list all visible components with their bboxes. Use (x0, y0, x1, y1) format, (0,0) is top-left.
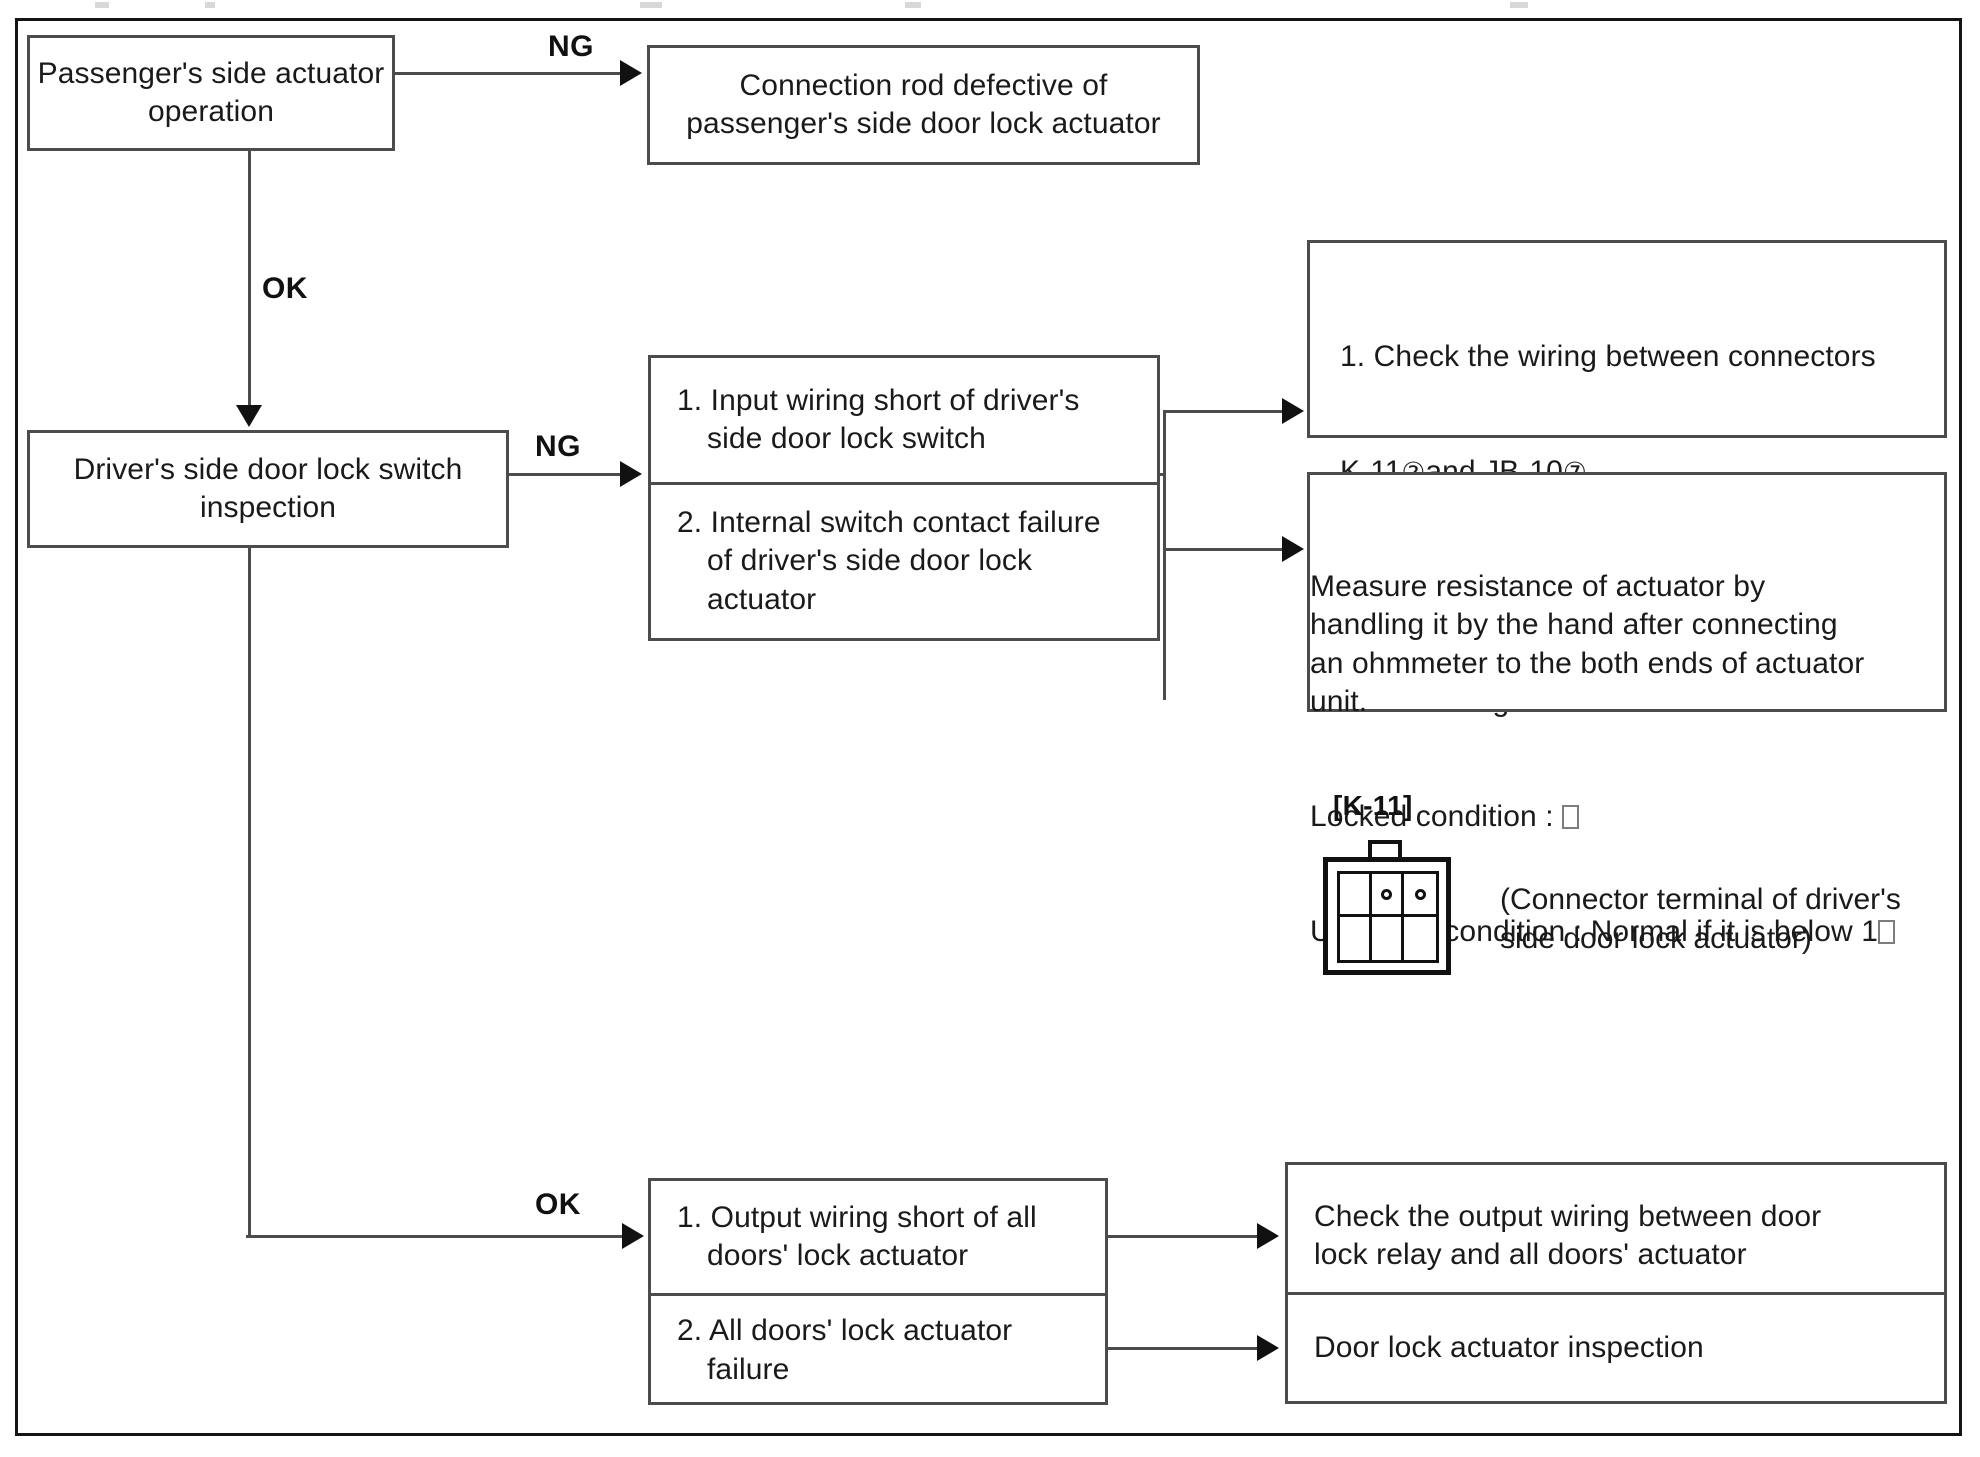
connector-caption: (Connector terminal of driver's side doo… (1500, 883, 1901, 955)
edge-ng-middle-line (509, 473, 624, 476)
terminal-cell-5 (1372, 917, 1404, 960)
edge-ok-left-line (248, 151, 251, 409)
node-ok-causes[interactable]: 1. Output wiring short of all doors' loc… (648, 1178, 1108, 1405)
check-wiring-line1-prefix: 1. Check the wiring between connectors (1340, 339, 1876, 373)
terminal-cell-6 (1404, 917, 1436, 960)
connector-latch-tab-icon (1368, 840, 1402, 860)
edge-ok-bottom-line (246, 1235, 626, 1238)
node-door-lock-actuator-inspection[interactable]: Door lock actuator inspection (1285, 1292, 1947, 1404)
edge-to-check-output-line (1108, 1235, 1260, 1238)
edge-ng-top-arrowhead (620, 60, 642, 86)
node-ng-causes[interactable]: 1. Input wiring short of driver's side d… (648, 355, 1160, 641)
node-label: Passenger's side actuator operation (37, 56, 385, 128)
terminal-cell-4 (1340, 917, 1372, 960)
edge-to-measure-line (1163, 548, 1285, 551)
node-label: Driver's side door lock switch inspectio… (73, 452, 463, 524)
locked-condition-label: Locked condition : (1310, 800, 1563, 834)
edge-ng-branch-stem (1163, 410, 1166, 700)
node-ng-cause-1[interactable]: 1. Input wiring short of driver's side d… (651, 358, 1157, 482)
edge-ng-middle-arrowhead (620, 461, 642, 487)
edge-label-ok-bottom: OK (535, 1188, 581, 1221)
edge-ok-bottom-stem (248, 548, 251, 1238)
edge-label-ng-middle: NG (535, 430, 581, 463)
node-passenger-actuator-operation[interactable]: Passenger's side actuator operation (27, 35, 395, 151)
terminal-cell-2 (1372, 874, 1404, 917)
connector-label: [K-11] (1333, 790, 1413, 821)
node-ng-cause-2[interactable]: 2. Internal switch contact failure of dr… (651, 482, 1157, 638)
scan-artifact-row (0, 0, 1980, 16)
edge-to-check-wiring-line (1163, 410, 1285, 413)
measure-paragraph: Measure resistance of actuator by handli… (1310, 569, 1865, 718)
edge-to-measure-arrowhead (1282, 536, 1304, 562)
node-ok-cause-1[interactable]: 1. Output wiring short of all doors' loc… (651, 1181, 1105, 1293)
node-driver-switch-inspection[interactable]: Driver's side door lock switch inspectio… (27, 430, 509, 548)
node-label: 1. Input wiring short of driver's side d… (677, 383, 1080, 455)
node-label: Measure resistance of actuator by handli… (1310, 491, 1895, 990)
node-label: 2. All doors' lock actuator failure (677, 1314, 1013, 1386)
edge-label-ng-top: NG (548, 30, 594, 63)
edge-to-check-wiring-arrowhead (1282, 398, 1304, 424)
check-wiring-line1-cont-c: . (1587, 455, 1595, 488)
terminal-cell-3 (1404, 874, 1436, 917)
connector-pictogram (1323, 840, 1453, 980)
edge-to-actuator-inspection-line (1108, 1347, 1260, 1350)
connector-terminal-grid (1337, 871, 1439, 963)
node-ok-cause-2[interactable]: 2. All doors' lock actuator failure (651, 1293, 1105, 1405)
node-label: 1. Output wiring short of all doors' loc… (677, 1200, 1037, 1272)
ohm-tofu-glyph-icon (1562, 805, 1580, 830)
node-check-output-wiring[interactable]: Check the output wiring between door loc… (1285, 1162, 1947, 1310)
edge-ng-branch-feed (1160, 473, 1166, 476)
edge-ok-bottom-arrowhead (622, 1223, 644, 1249)
edge-ng-top-line (395, 72, 622, 75)
edge-to-actuator-inspection-arrowhead (1257, 1335, 1279, 1361)
ohm-tofu-glyph-icon (1877, 920, 1895, 945)
edge-label-ok-left: OK (262, 272, 308, 305)
terminal-pin-icon (1414, 888, 1426, 900)
node-label: Connection rod defective of passenger's … (686, 68, 1161, 140)
node-label: Check the output wiring between door loc… (1314, 1199, 1822, 1271)
node-check-wiring[interactable]: 1. Check the wiring between connectors K… (1307, 240, 1947, 718)
edge-ok-left-arrowhead (236, 405, 262, 427)
node-connection-rod-defective[interactable]: Connection rod defective of passenger's … (647, 45, 1200, 165)
terminal-cell-1 (1340, 874, 1372, 917)
terminal-pin-icon (1381, 888, 1392, 900)
connector-shell-icon (1323, 857, 1451, 975)
node-label: 2. Internal switch contact failure of dr… (677, 505, 1101, 616)
node-measure-resistance[interactable]: Measure resistance of actuator by handli… (1307, 472, 1947, 948)
node-label: Door lock actuator inspection (1314, 1330, 1704, 1364)
edge-to-check-output-arrowhead (1257, 1223, 1279, 1249)
